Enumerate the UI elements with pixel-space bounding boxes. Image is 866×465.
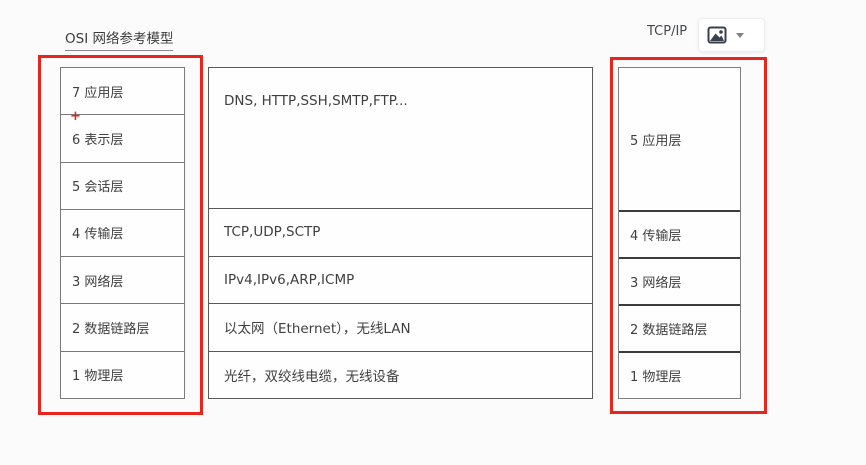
osi-highlight-red-box bbox=[38, 55, 203, 415]
protocols-network: IPv4,IPv6,ARP,ICMP bbox=[209, 255, 592, 304]
osi-layer-6: 6 表示层 bbox=[61, 114, 184, 161]
tcpip-layer-2: 2 数据链路层 bbox=[619, 304, 740, 351]
osi-layer-5: 5 会话层 bbox=[61, 161, 184, 209]
image-icon bbox=[707, 25, 727, 45]
protocols-datalink: 以太网（Ethernet），无线LAN bbox=[209, 303, 592, 351]
tcpip-layer-3: 3 网络层 bbox=[619, 257, 740, 304]
protocols-physical: 光纤，双绞线电缆，无线设备 bbox=[209, 350, 592, 399]
tcpip-layers-table: 5 应用层 4 传输层 3 网络层 2 数据链路层 1 物理层 bbox=[618, 67, 741, 399]
osi-layer-1: 1 物理层 bbox=[61, 350, 184, 398]
osi-layers-table: 7 应用层 6 表示层 5 会话层 4 传输层 3 网络层 2 数据链路层 1 … bbox=[60, 67, 185, 399]
red-plus-marker: + bbox=[70, 109, 81, 124]
osi-layer-3: 3 网络层 bbox=[61, 256, 184, 303]
tcpip-layer-5: 5 应用层 bbox=[630, 133, 682, 149]
chevron-down-icon[interactable] bbox=[736, 32, 744, 38]
image-tool-button[interactable] bbox=[698, 18, 765, 52]
osi-layer-7: 7 应用层 bbox=[72, 85, 124, 101]
protocol-examples-table: DNS, HTTP,SSH,SMTP,FTP... TCP,UDP,SCTP I… bbox=[208, 67, 593, 399]
osi-layer-4: 4 传输层 bbox=[61, 208, 184, 256]
tcpip-model-title: TCP/IP bbox=[647, 24, 688, 39]
osi-layer-2: 2 数据链路层 bbox=[61, 303, 184, 350]
tcpip-highlight-red-box bbox=[610, 57, 767, 414]
osi-model-title: OSI 网络参考模型 bbox=[65, 27, 174, 51]
protocols-application: DNS, HTTP,SSH,SMTP,FTP... bbox=[224, 93, 408, 109]
tcpip-layer-4: 4 传输层 bbox=[619, 210, 740, 257]
protocols-transport: TCP,UDP,SCTP bbox=[209, 208, 592, 256]
tcpip-layer-1: 1 物理层 bbox=[619, 351, 740, 398]
